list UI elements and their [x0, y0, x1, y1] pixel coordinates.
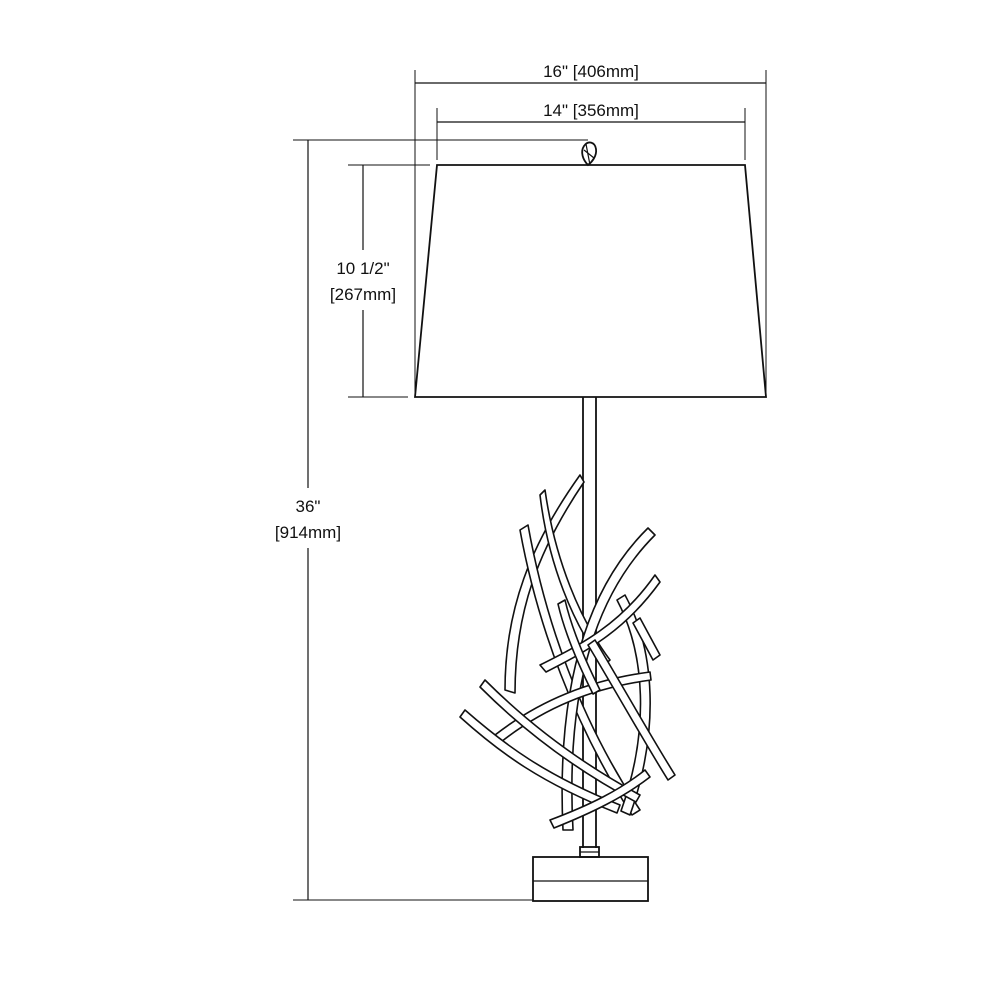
- overall-height-imperial: 36": [296, 497, 321, 516]
- post-collar: [579, 846, 600, 858]
- overall-width-dimension: 16" [406mm]: [414, 62, 767, 395]
- decorative-straps: [459, 474, 676, 831]
- shade-height-imperial: 10 1/2": [336, 259, 389, 278]
- overall-height-metric: [914mm]: [275, 523, 341, 542]
- lamp-base: [532, 856, 649, 902]
- overall-height-dimension: 36" [914mm]: [275, 139, 588, 901]
- overall-width-label: 16" [406mm]: [543, 62, 639, 81]
- lamp-shade: [414, 164, 767, 398]
- shade-top-width-label: 14" [356mm]: [543, 101, 639, 120]
- finial: [581, 141, 598, 167]
- shade-height-metric: [267mm]: [330, 285, 396, 304]
- shade-height-dimension: 10 1/2" [267mm]: [330, 164, 430, 398]
- shade-top-width-dimension: 14" [356mm]: [436, 101, 746, 160]
